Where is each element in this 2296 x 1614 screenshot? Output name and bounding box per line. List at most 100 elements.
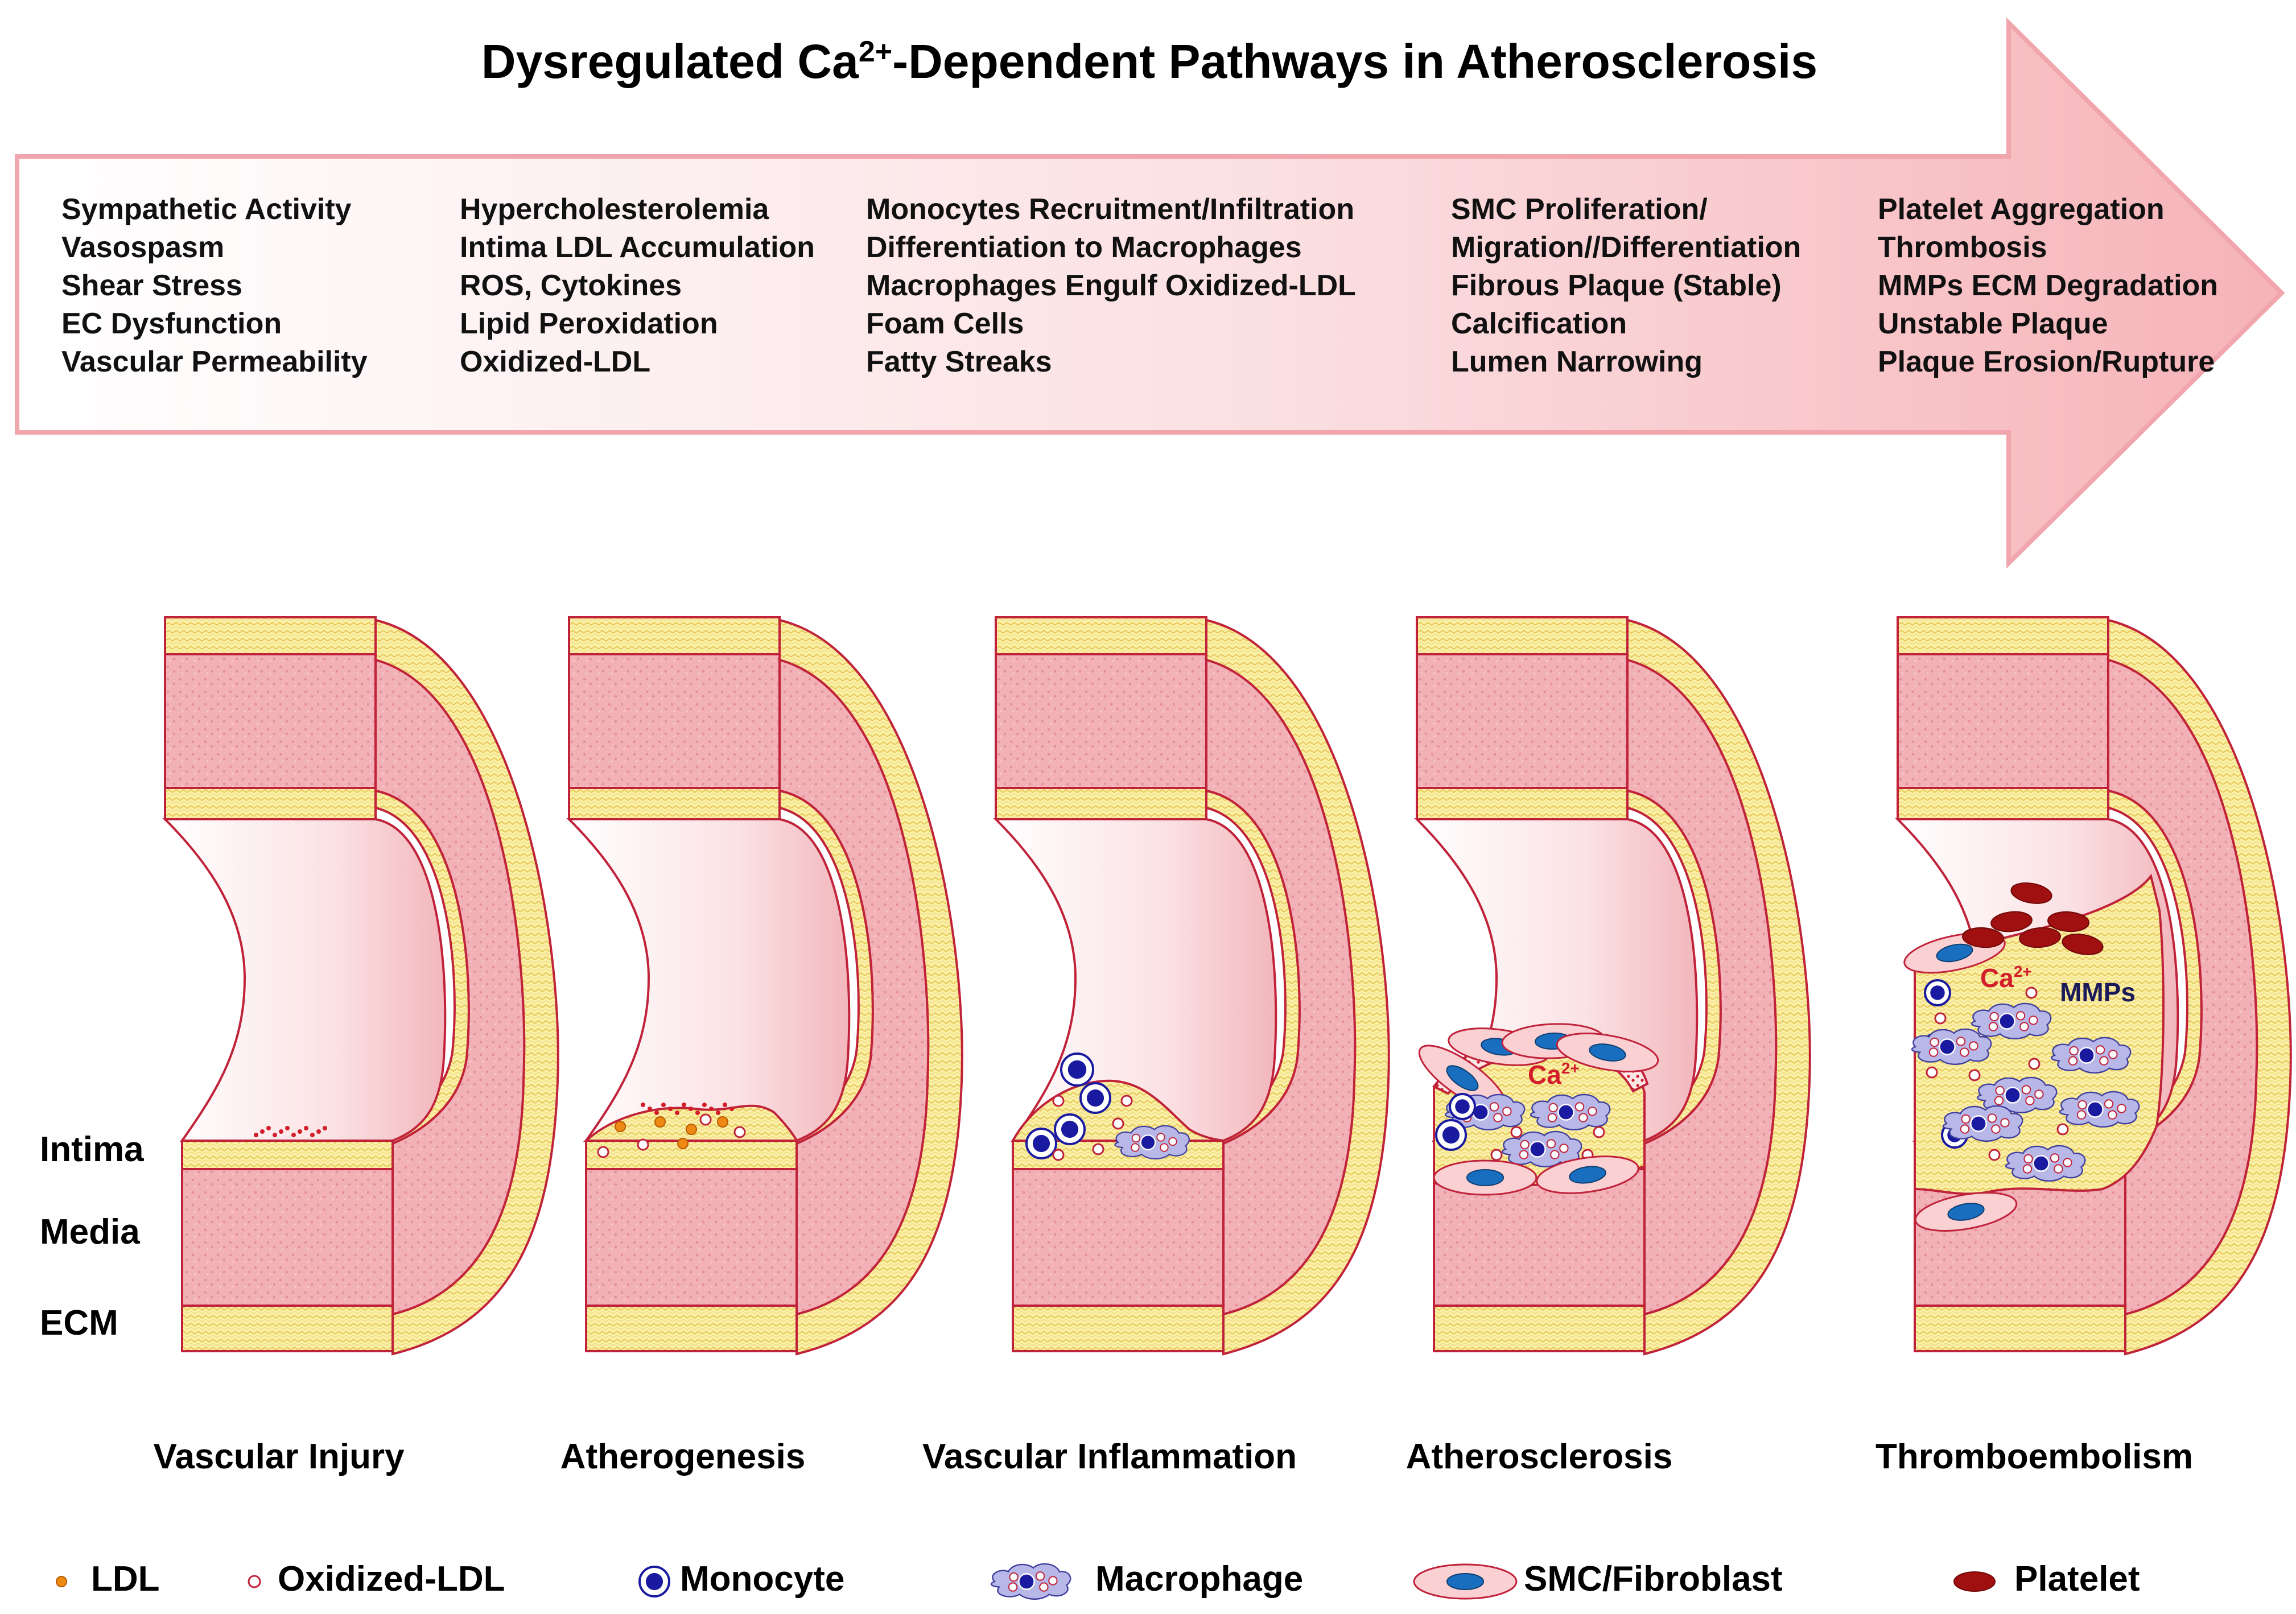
oxidized-ldl-particle <box>1593 1126 1605 1138</box>
macrophage-cell <box>1501 1130 1582 1167</box>
oxidized-ldl-particle <box>1092 1143 1104 1155</box>
engulfed-oxidized-ldl <box>1131 1133 1141 1143</box>
smc-fibroblast-cell <box>1556 1033 1659 1072</box>
step-line: Differentiation to Macrophages <box>866 231 1302 264</box>
bottom-intima-layer <box>181 1140 394 1170</box>
legend-label-monocyte: Monocyte <box>680 1559 845 1599</box>
step-line: Vascular Permeability <box>61 345 368 378</box>
engulfed-oxidized-ldl <box>1961 1114 1971 1124</box>
ldl-particle <box>677 1138 689 1149</box>
macrophage-cell <box>1911 1028 1992 1065</box>
platelet-cell <box>2047 911 2089 932</box>
engulfed-oxidized-ldl <box>2029 1016 2038 1025</box>
engulfed-oxidized-ldl <box>2054 1164 2063 1174</box>
ox-dot <box>695 1111 700 1115</box>
engulfed-oxidized-ldl <box>1988 1022 1998 1031</box>
macrophage-nucleus <box>2078 1047 2095 1064</box>
calcium-superscript: 2+ <box>2014 963 2032 980</box>
platelet-cell <box>1990 911 2033 932</box>
oxidized-ldl-particle <box>1052 1095 1065 1107</box>
legend-label-ldl: LDL <box>91 1559 160 1599</box>
engulfed-oxidized-ldl <box>1168 1137 1177 1146</box>
engulfed-oxidized-ldl <box>2117 1104 2126 1113</box>
ldl-dot-icon <box>56 1576 67 1587</box>
engulfed-oxidized-ldl <box>1131 1143 1140 1152</box>
step-line: EC Dysfunction <box>61 307 282 340</box>
progression-arrow <box>15 17 2285 569</box>
engulfed-oxidized-ldl <box>2015 1011 2026 1021</box>
ox-dot <box>648 1107 652 1111</box>
step-line: Foam Cells <box>866 307 1024 340</box>
legend-icons <box>56 1563 1996 1600</box>
oxidized-ldl-particle <box>1112 1117 1124 1130</box>
step-column-thromboembolism: Platelet Aggregation Thrombosis MMPs ECM… <box>1878 191 2218 381</box>
macrophage-cell <box>1114 1125 1190 1159</box>
macrophage-cell <box>1971 1002 2052 1039</box>
legend-label-macrophage: Macrophage <box>1095 1559 1304 1599</box>
platelet-cell <box>2019 927 2061 948</box>
top-ecm-layer <box>164 616 377 655</box>
vessel-section-4: Ca2+ <box>1414 616 1811 1356</box>
top-media-layer <box>164 653 377 789</box>
engulfed-oxidized-ldl <box>1578 1113 1588 1122</box>
oxidized-ldl-particle <box>1934 1012 1947 1025</box>
engulfed-oxidized-ldl <box>1960 1124 1970 1134</box>
engulfed-oxidized-ldl <box>1489 1102 1499 1112</box>
oxidized-ldl-particle <box>2056 1123 2069 1136</box>
monocyte-nucleus <box>1455 1099 1470 1114</box>
bottom-media-layer <box>585 1168 798 1307</box>
title-prefix: Dysregulated Ca <box>481 35 859 88</box>
bottom-ecm-layer <box>1433 1305 1646 1352</box>
macrophage-cell <box>1530 1093 1611 1130</box>
step-line: Vasospasm <box>61 231 225 264</box>
smc-nucleus <box>1936 943 1973 963</box>
engulfed-oxidized-ldl <box>1160 1143 1169 1152</box>
macrophage-cell <box>1942 1105 2023 1142</box>
ox-dot <box>675 1111 679 1115</box>
step-line: Unstable Plaque <box>1878 307 2108 340</box>
media-label: Media <box>40 1212 140 1252</box>
oxidized-ldl-shape <box>248 1575 261 1588</box>
step-column-inflammation: Monocytes Recruitment/Infiltration Diffe… <box>866 191 1356 381</box>
step-line: Shear Stress <box>61 269 242 302</box>
macrophage-cell <box>2050 1037 2132 1074</box>
ox-dot <box>723 1103 727 1107</box>
monocyte-nucleus <box>1061 1120 1079 1138</box>
top-ecm-layer <box>568 616 781 655</box>
step-line: Sympathetic Activity <box>61 193 352 226</box>
macrophage-nucleus <box>1529 1141 1546 1158</box>
macrophage-cell <box>990 1563 1071 1600</box>
engulfed-oxidized-ldl <box>1520 1140 1530 1150</box>
ox-dot <box>668 1107 673 1111</box>
oxidized-ldl-particle <box>1968 1069 1981 1081</box>
oxidized-ldl-particle <box>1052 1149 1065 1161</box>
ldl-dot-shape <box>56 1576 67 1587</box>
injury-dot <box>273 1133 277 1137</box>
engulfed-oxidized-ldl <box>1559 1144 1569 1153</box>
bottom-media-layer <box>1012 1168 1225 1307</box>
engulfed-oxidized-ldl <box>2021 1085 2031 1095</box>
step-line: Plaque Erosion/Rupture <box>1878 345 2215 378</box>
engulfed-oxidized-ldl <box>2023 1154 2033 1164</box>
engulfed-oxidized-ldl <box>2108 1050 2118 1059</box>
top-ecm-layer <box>1416 616 1629 655</box>
step-line: MMPs ECM Degradation <box>1878 269 2219 302</box>
stage-label-thromboembolism: Thromboembolism <box>1875 1437 2194 1476</box>
top-intima-layer <box>568 787 781 820</box>
step-line: Oxidized-LDL <box>460 345 651 378</box>
engulfed-oxidized-ldl <box>2076 1110 2087 1120</box>
bottom-intima-layer <box>585 1140 798 1170</box>
macrophage-nucleus <box>1018 1573 1035 1590</box>
engulfed-oxidized-ldl <box>2034 1089 2044 1099</box>
vessel-sections: Ca2+Ca2+MMPs <box>162 616 2292 1356</box>
engulfed-oxidized-ldl <box>1995 1085 2005 1096</box>
smc-nucleus <box>1466 1169 1504 1186</box>
ox-dot <box>709 1107 714 1111</box>
ox-dot <box>654 1111 659 1115</box>
top-intima-layer <box>1416 787 1629 820</box>
diagram-title: Dysregulated Ca2+-Dependent Pathways in … <box>432 34 1866 89</box>
monocyte-nucleus <box>1032 1134 1050 1153</box>
stage-label-atherosclerosis: Atherosclerosis <box>1405 1437 1673 1476</box>
engulfed-oxidized-ldl <box>1574 1102 1585 1112</box>
bottom-ecm-layer <box>181 1305 394 1352</box>
